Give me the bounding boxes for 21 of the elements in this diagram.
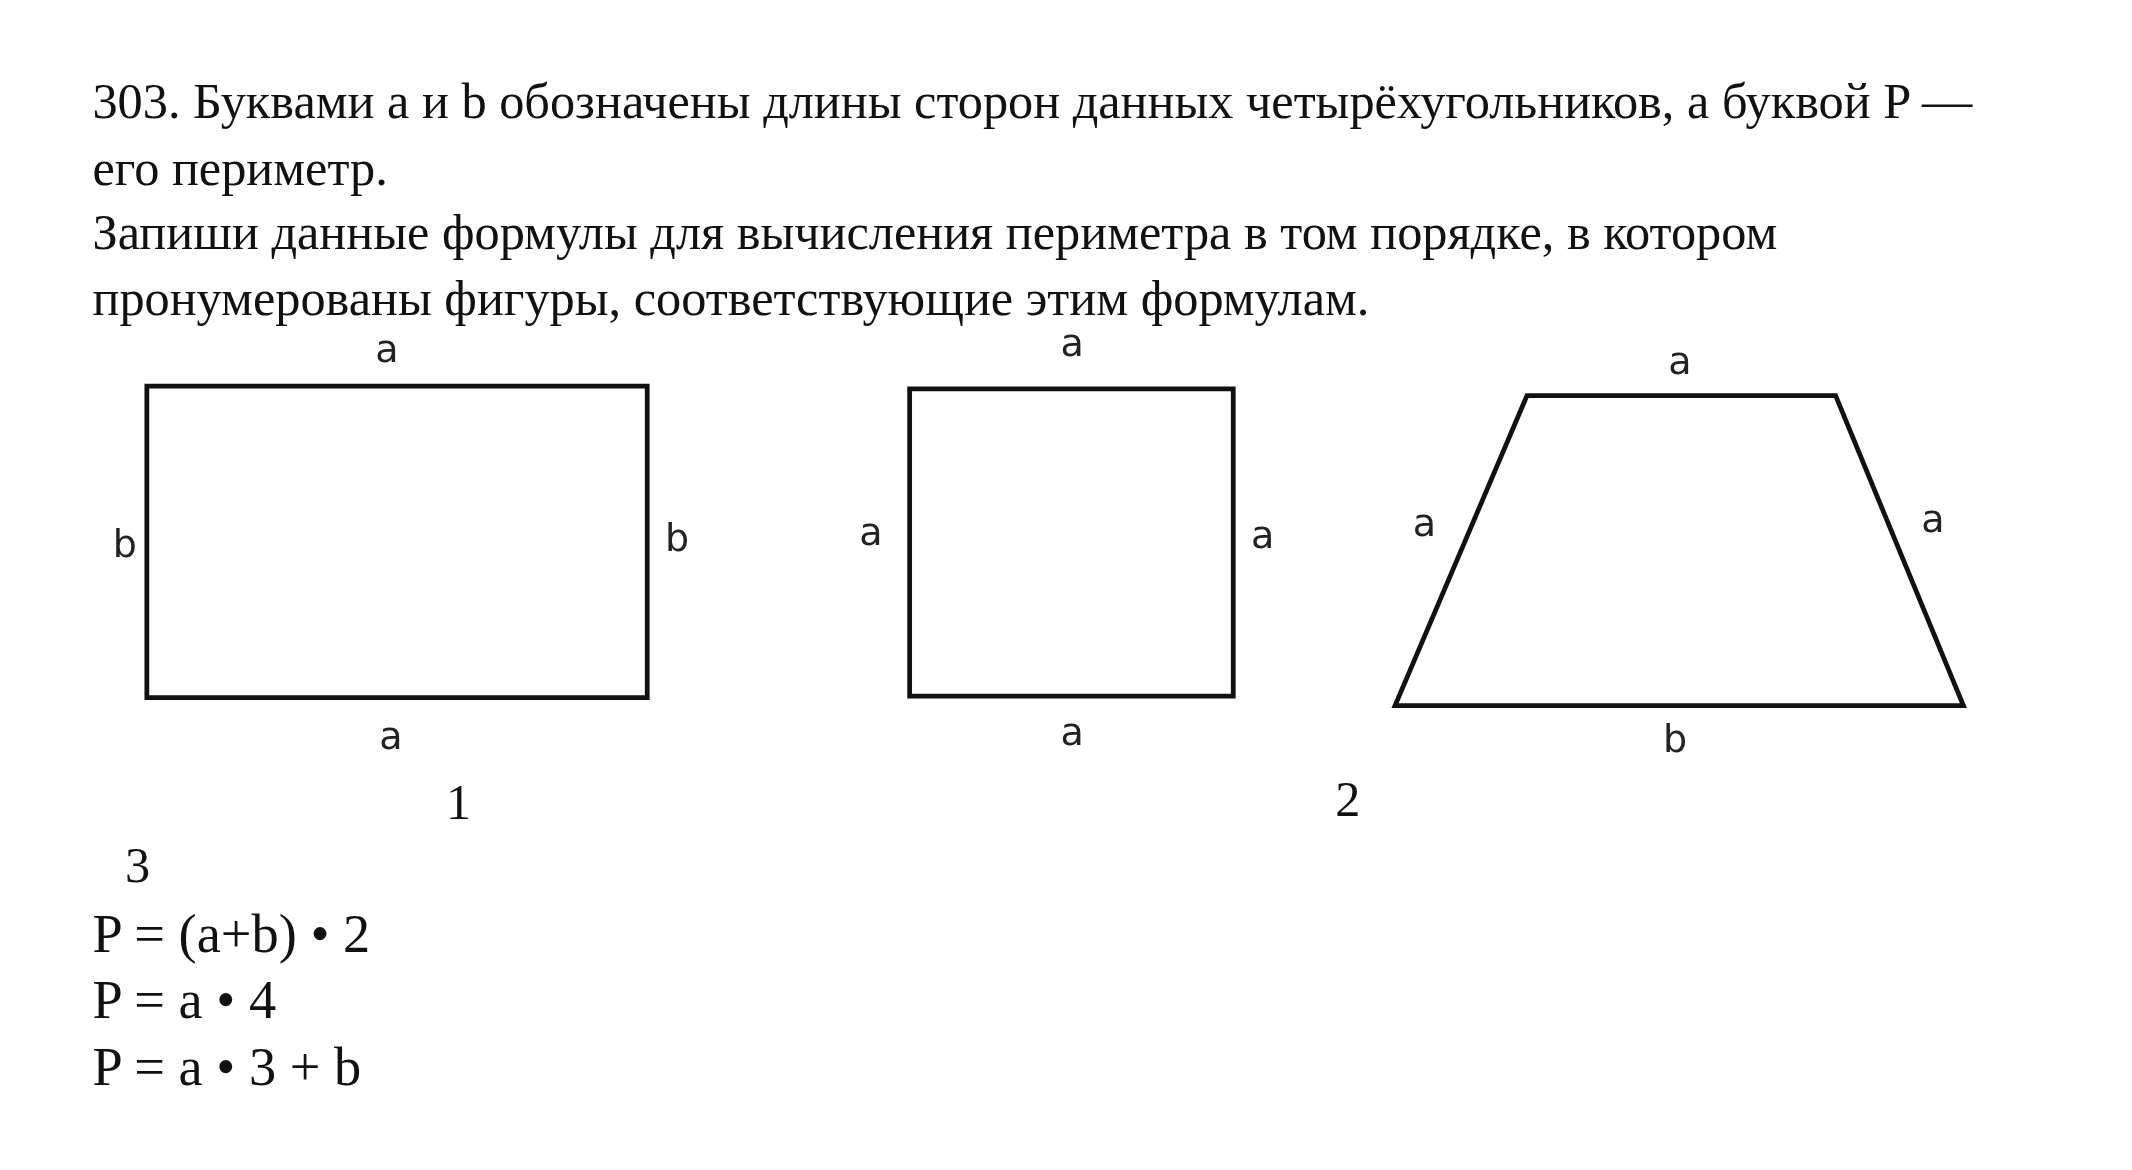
formula: P = a • 4 (92, 970, 277, 1031)
side-length-label: a (379, 717, 403, 756)
side-length-label: b (664, 519, 690, 558)
figure-number: 3 (125, 836, 151, 896)
task-heading: 303. Буквами a и b обозначены длины сторон данных четырёхугольников, а буквой P — его периметр. (92, 72, 1974, 198)
trapezoid-figure (1392, 392, 1967, 709)
figure-number: 2 (1335, 769, 1361, 829)
side-length-label: a (1921, 500, 1945, 539)
rectangle-figure (144, 383, 650, 701)
square-figure (906, 386, 1236, 699)
side-length-label: a (1412, 504, 1437, 543)
side-length-label: a (375, 330, 399, 369)
side-length-label: a (1250, 516, 1275, 555)
side-length-label: b (112, 526, 138, 565)
figure-number: 1 (446, 772, 472, 832)
side-length-label: a (859, 513, 883, 553)
side-length-label: b (1662, 720, 1688, 759)
side-length-label: a (1668, 342, 1692, 381)
side-length-label: a (1060, 713, 1084, 752)
formula: P = a • 3 + b (92, 1037, 362, 1098)
formula: P = (a+b) • 2 (92, 904, 371, 965)
